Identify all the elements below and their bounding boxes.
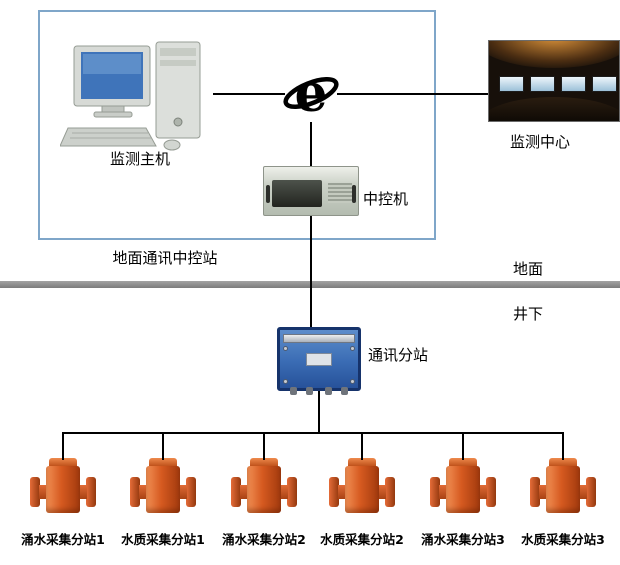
- bus-line: [62, 432, 564, 434]
- device-label-2: 水质采集分站1: [108, 529, 218, 548]
- rack-handle-left: [266, 185, 270, 203]
- bus-drop-1: [62, 432, 64, 460]
- device-label-1: 涌水采集分站1: [8, 529, 118, 548]
- substation-screw: [350, 379, 355, 384]
- control-screen: [561, 76, 586, 92]
- underground-label: 井下: [513, 303, 543, 324]
- central-controller-image: [263, 166, 359, 216]
- device-label-4: 水质采集分站2: [307, 529, 417, 548]
- workstation-graphic: [60, 34, 216, 152]
- bus-drop-4: [361, 432, 363, 460]
- bus-drop-5: [462, 432, 464, 460]
- device-quality-2: [329, 458, 395, 518]
- substation-screw: [283, 379, 288, 384]
- ceiling-light-glow: [488, 40, 620, 68]
- connector-controller-substation: [310, 216, 312, 327]
- device-body: [446, 466, 480, 513]
- substation-screw: [283, 346, 288, 351]
- device-flange-right: [287, 477, 297, 507]
- device-body: [345, 466, 379, 513]
- substation-screw: [350, 346, 355, 351]
- device-quality-3: [530, 458, 596, 518]
- substation-top-strip: [283, 334, 355, 343]
- rack-vents: [328, 183, 352, 203]
- comm-substation-label: 通讯分站: [368, 344, 428, 365]
- substation-connector: [341, 387, 348, 395]
- device-body: [546, 466, 580, 513]
- surface-label: 地面: [513, 258, 543, 279]
- bus-drop-6: [562, 432, 564, 460]
- device-inflow-2: [231, 458, 297, 518]
- internet-e-glyph: e: [283, 64, 339, 124]
- substation-connector: [306, 387, 313, 395]
- control-desk: [488, 97, 620, 122]
- device-inflow-1: [30, 458, 96, 518]
- device-flange-right: [186, 477, 196, 507]
- device-label-3: 涌水采集分站2: [209, 529, 319, 548]
- rack-front-panel: [272, 180, 322, 207]
- device-body: [46, 466, 80, 513]
- monitoring-center-label: 监测中心: [485, 131, 595, 152]
- bus-drop-3: [263, 432, 265, 460]
- connector-internet-center: [337, 93, 488, 95]
- substation-connector: [290, 387, 297, 395]
- rack-handle-right: [352, 185, 356, 203]
- control-screen: [592, 76, 617, 92]
- monitoring-center-image: [488, 40, 620, 122]
- device-label-5: 涌水采集分站3: [408, 529, 518, 548]
- substation-nameplate: [306, 353, 332, 366]
- control-screen: [530, 76, 555, 92]
- svg-text:e: e: [294, 64, 327, 124]
- device-flange-right: [86, 477, 96, 507]
- device-quality-1: [130, 458, 196, 518]
- device-flange-right: [586, 477, 596, 507]
- device-body: [247, 466, 281, 513]
- connector-internet-controller: [310, 122, 312, 166]
- device-flange-right: [486, 477, 496, 507]
- connector-substation-bus: [318, 391, 320, 432]
- comm-substation-image: [277, 327, 361, 391]
- control-screen: [499, 76, 524, 92]
- device-label-6: 水质采集分站3: [508, 529, 618, 548]
- internet-e-icon: e: [283, 64, 339, 124]
- monitoring-host-image: [60, 34, 216, 152]
- device-body: [146, 466, 180, 513]
- bus-drop-2: [162, 432, 164, 460]
- device-inflow-3: [430, 458, 496, 518]
- device-flange-right: [385, 477, 395, 507]
- ground-station-label: 地面通讯中控站: [95, 247, 235, 268]
- substation-connector: [325, 387, 332, 395]
- connector-host-internet: [213, 93, 285, 95]
- central-controller-label: 中控机: [363, 188, 408, 209]
